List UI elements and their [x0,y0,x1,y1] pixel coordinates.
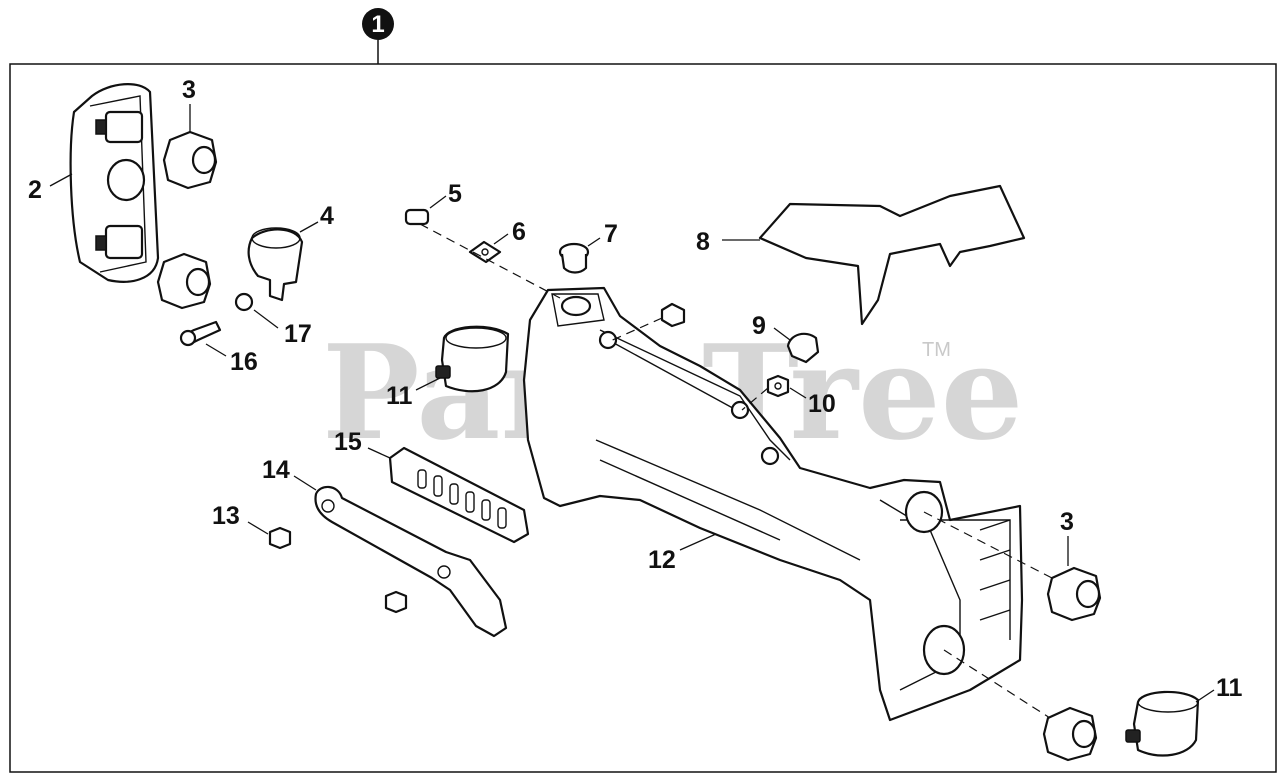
part-10-nut [766,374,790,398]
hex-nut-upper [660,302,686,328]
part-4-clamp [247,227,304,302]
part-13-nut [268,526,292,550]
callout-5: 5 [448,180,462,208]
leader-4 [299,221,319,233]
leader-7 [587,237,601,247]
part-6-square-nut [468,240,502,264]
callout-3-upper: 3 [182,76,196,104]
part-11-collar-right [1125,690,1200,757]
callout-7: 7 [604,220,618,248]
leader-17 [253,309,279,329]
assembly-line-nut [607,317,663,343]
callout-8: 8 [696,228,710,256]
leader-10 [789,387,807,399]
leader-14 [293,475,317,491]
part-3-nut-right-upper [1046,566,1102,622]
callout-4: 4 [320,202,334,230]
leader-2 [49,173,73,187]
part-16-screw [179,320,222,347]
watermark-tm: TM [922,339,951,361]
assembly-line-cap [419,223,561,299]
diagram-frame [9,63,1277,773]
part-3-nut-upper [162,130,218,190]
leader-13 [247,521,269,535]
part-8-shield [758,184,1026,326]
part-3-nut-right-lower [1042,706,1098,762]
part-9-clip [786,332,820,364]
callout-3-right: 3 [1060,508,1074,536]
callout-17: 17 [284,320,312,348]
leader-11a [415,377,441,391]
leader-9 [773,327,791,341]
part-7-grommet [558,242,590,274]
part-11-collar-left [435,325,510,393]
callout-12: 12 [648,546,676,574]
assembly-line-right-lower [943,649,1051,719]
leader-15 [367,447,391,459]
assembly-line-right-upper [923,511,1053,579]
callout-11-right: 11 [1216,674,1243,702]
callout-9: 9 [752,312,766,340]
part-17-washer [234,292,254,312]
part-5-cap [404,208,430,226]
callout-14: 14 [262,456,290,484]
part-15-grip-plate [388,446,530,544]
leader-12 [679,533,717,551]
leader-5 [429,195,447,209]
leader-6 [493,233,509,245]
part-3-nut-lower [156,252,212,310]
assembly-badge-number: 1 [371,11,384,38]
callout-2: 2 [28,176,42,204]
callout-13: 13 [212,502,240,530]
callout-6: 6 [512,218,526,246]
leader-11b [1195,689,1215,703]
part-2-end-cap [69,83,160,283]
callout-11-left: 11 [386,382,413,410]
assembly-badge [362,8,394,40]
bolt-lower [384,590,408,614]
part-14-handle-bar [314,485,508,638]
assembly-line-nut10 [741,387,769,411]
leader-16 [205,343,227,357]
callout-15: 15 [334,428,362,456]
callout-16: 16 [230,348,258,376]
callout-10: 10 [808,390,836,418]
